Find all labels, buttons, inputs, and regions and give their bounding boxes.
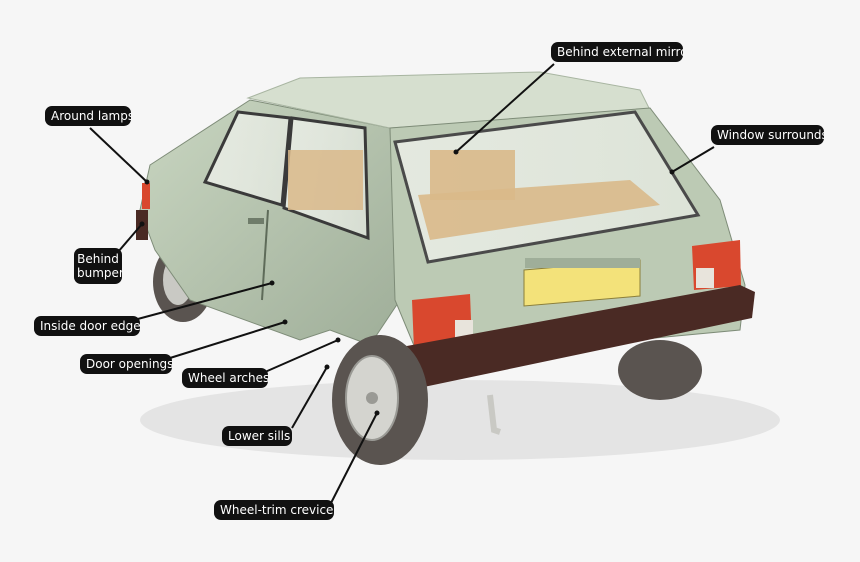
leader-around-lamps [90, 128, 147, 182]
side-lamp [142, 183, 150, 209]
label-behind-bumper: Behind bumper [74, 248, 122, 284]
label-wheel-trim-crevices: Wheel-trim crevices [214, 500, 334, 520]
rear-right-wheel [618, 340, 702, 400]
hatch-handle [525, 258, 640, 268]
leader-door-openings [170, 322, 285, 358]
side-seat [288, 150, 363, 210]
tail-light-right-lens [696, 268, 714, 288]
label-behind-bumper-line1: Behind [77, 252, 119, 266]
label-door-openings: Door openings [80, 354, 172, 374]
label-behind-bumper-line2: bumper [77, 266, 119, 280]
label-window-surrounds: Window surrounds [711, 125, 824, 145]
label-lower-sills: Lower sills [222, 426, 292, 446]
label-inside-door-edges: Inside door edges [34, 316, 140, 336]
label-behind-external-mirror: Behind external mirror [551, 42, 683, 62]
wheel-hub [366, 392, 378, 404]
door-handle [248, 218, 264, 224]
rear-seat-back [430, 150, 515, 200]
label-around-lamps: Around lamps [45, 106, 131, 126]
label-wheel-arches: Wheel arches [182, 368, 268, 388]
